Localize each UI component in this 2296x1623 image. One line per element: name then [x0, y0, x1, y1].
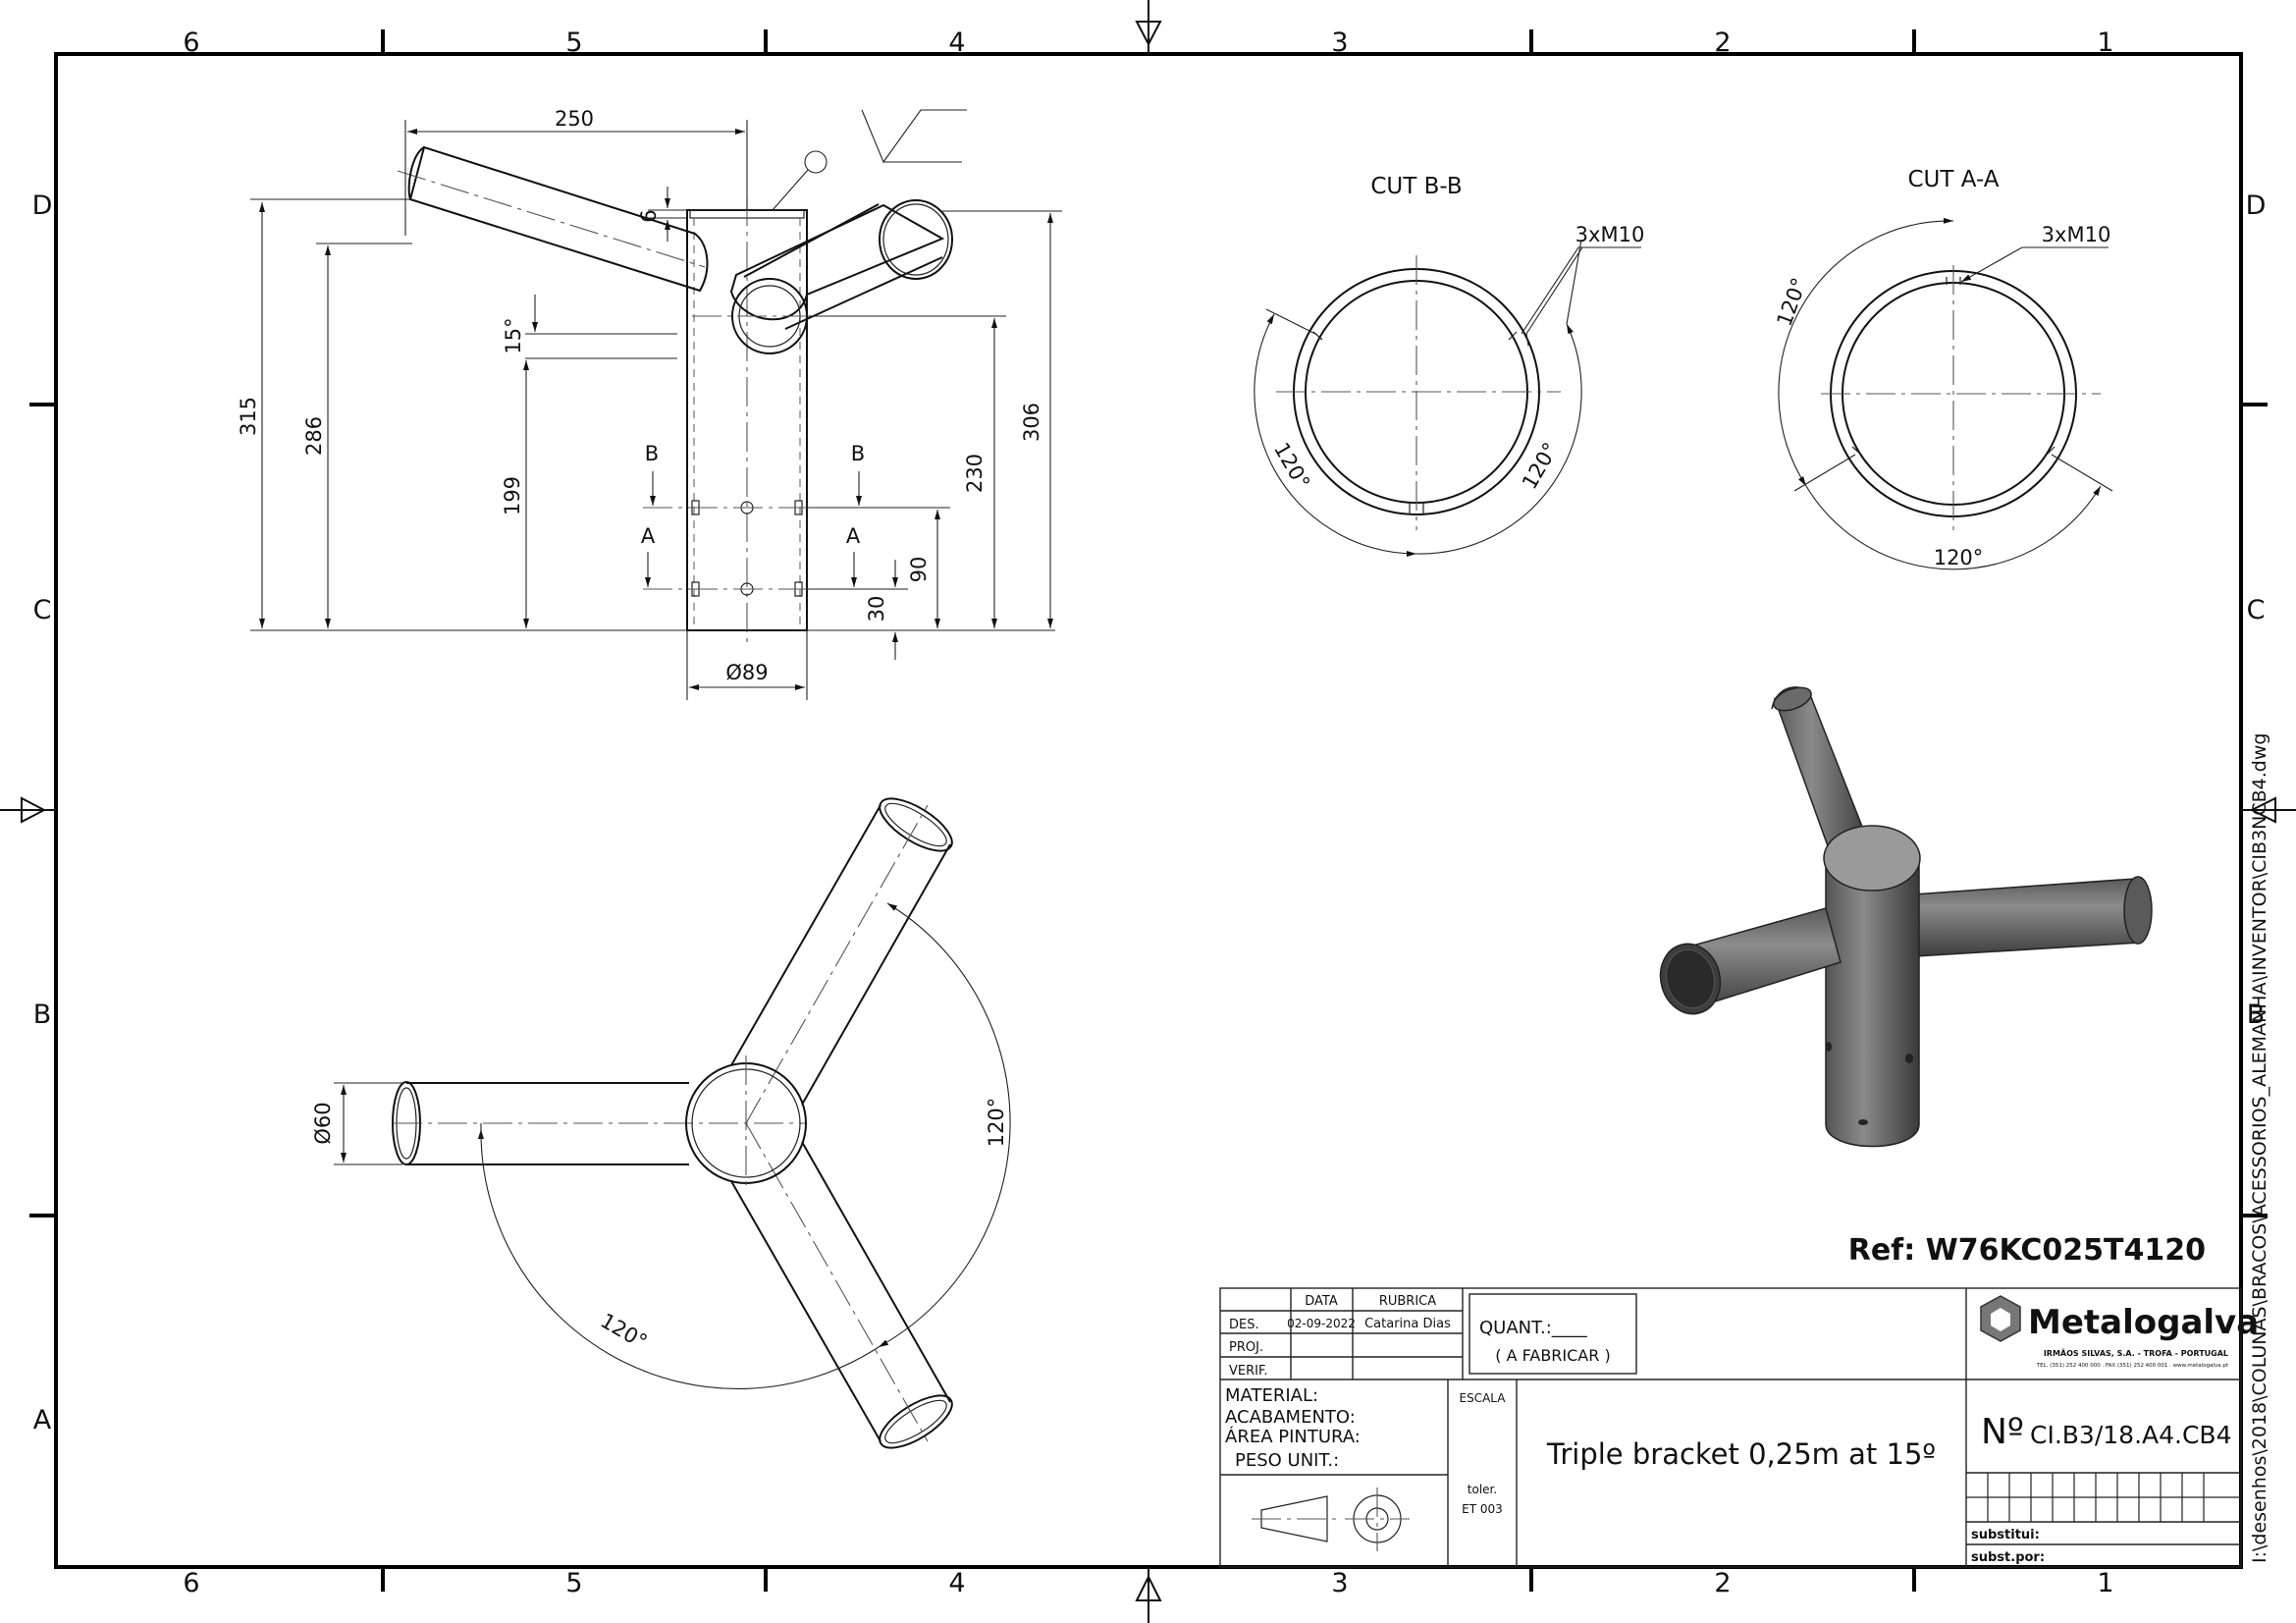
zone-col-1-bottom: 1: [2097, 1568, 2113, 1598]
zone-col-4-bottom: 4: [948, 1568, 965, 1598]
company-name: Metalogalva: [2028, 1303, 2259, 1342]
dim-199: 199: [501, 476, 524, 515]
zone-col-4-top: 4: [948, 27, 965, 58]
zone-col-3-top: 3: [1331, 27, 1348, 58]
tb-drawing-title: Triple bracket 0,25m at 15º: [1546, 1437, 1936, 1471]
zone-col-6-top: 6: [183, 27, 199, 58]
section-aa-angle-bottom: 120°: [1934, 546, 1984, 569]
dim-286: 286: [302, 416, 326, 456]
section-bb-view: CUT B-B 3xM10 120° 120°: [1254, 174, 1645, 557]
dim-15-deg: 15°: [502, 317, 525, 353]
tb-drawing-number: CI.B3/18.A4.CB4: [2030, 1421, 2231, 1449]
title-block: DATA RUBRICA DES. PROJ. VERIF. 02-09-202…: [1219, 1287, 2259, 1568]
company-subtitle: IRMÃOS SILVAS, S.A. - TROFA - PORTUGAL: [2044, 1348, 2228, 1358]
zone-row-d-left: D: [32, 190, 53, 221]
company-contact: TEL. (351) 252 400 000 . FAX (351) 252 4…: [2036, 1363, 2229, 1369]
file-path: I:\desenhos\2018\COLUNAS\BRACOS\ACESSORI…: [2249, 733, 2270, 1563]
section-aa-title: CUT A-A: [1907, 167, 1999, 192]
tb-area-pintura: ÁREA PINTURA:: [1225, 1426, 1361, 1447]
dim-306: 306: [1020, 403, 1043, 442]
zone-row-b-right: B: [2247, 1000, 2266, 1030]
section-a-left-label: A: [641, 524, 656, 548]
section-b-right-label: B: [851, 442, 865, 465]
tb-des-date: 02-09-2022: [1287, 1317, 1356, 1330]
dim-250: 250: [555, 107, 594, 131]
isometric-top-cap: [1823, 825, 1921, 892]
tb-toler-value: ET 003: [1462, 1502, 1503, 1516]
zone-row-c-right: C: [2247, 595, 2266, 625]
tb-row-proj: PROJ.: [1229, 1340, 1263, 1355]
zone-col-1-top: 1: [2097, 27, 2113, 58]
section-b-left-label: B: [645, 442, 659, 465]
company-logo: Metalogalva IRMÃOS SILVAS, S.A. - TROFA …: [1980, 1295, 2259, 1369]
tb-material: MATERIAL:: [1225, 1385, 1318, 1406]
tb-subst-por: subst.por:: [1971, 1550, 2045, 1565]
zone-row-c-left: C: [33, 595, 52, 625]
isometric-render: [1659, 686, 2153, 1148]
tb-fabricar: ( A FABRICAR ): [1495, 1346, 1610, 1365]
tb-col-data: DATA: [1305, 1294, 1338, 1309]
tb-number-prefix: Nº: [1981, 1412, 2024, 1452]
section-bb-title: CUT B-B: [1370, 174, 1462, 199]
reference-code: Ref: W76KC025T4120: [1848, 1233, 2206, 1268]
section-aa-view: CUT A-A 3xM10 120° 120°: [1772, 167, 2113, 570]
section-aa-angle-top: 120°: [1772, 275, 1811, 330]
tb-row-verif: VERIF.: [1229, 1364, 1268, 1379]
top-view-arm-upper: [879, 797, 953, 852]
dim-90: 90: [907, 557, 931, 583]
surface-finish-symbol: [772, 109, 967, 211]
dim-30: 30: [865, 596, 888, 622]
zone-col-3-bottom: 3: [1331, 1568, 1348, 1598]
tb-col-rubrica: RUBRICA: [1379, 1294, 1436, 1309]
top-view-dim-diameter-60: Ø60: [311, 1102, 335, 1144]
dim-230: 230: [963, 454, 987, 493]
right-arm: [729, 203, 945, 321]
zone-row-a-left: A: [33, 1405, 52, 1435]
tb-substitui: substitui:: [1971, 1528, 2040, 1542]
zone-row-b-left: B: [33, 1000, 52, 1030]
top-view-arm-lower: [879, 1394, 953, 1449]
tb-escala: ESCALA: [1460, 1391, 1507, 1405]
section-bb-thread-label: 3xM10: [1575, 223, 1645, 246]
dim-diameter-89: Ø89: [725, 661, 768, 684]
dim-6: 6: [637, 209, 661, 222]
tb-peso-unit: PESO UNIT.:: [1235, 1450, 1339, 1471]
top-view-angle-right: 120°: [985, 1098, 1008, 1148]
zone-row-d-right: D: [2246, 190, 2267, 221]
tb-row-des: DES.: [1229, 1318, 1259, 1332]
zone-col-2-bottom: 2: [1714, 1568, 1731, 1598]
projection-symbol: [1252, 1488, 1410, 1551]
left-arm: [408, 145, 709, 293]
top-view: Ø60 120° 120°: [311, 797, 1011, 1449]
zone-col-5-top: 5: [565, 27, 582, 58]
section-a-right-label: A: [846, 524, 861, 548]
zone-col-6-bottom: 6: [183, 1568, 199, 1598]
zone-col-5-bottom: 5: [565, 1568, 582, 1598]
tb-toler: toler.: [1468, 1483, 1497, 1496]
section-aa-thread-label: 3xM10: [2042, 223, 2111, 246]
tb-acabamento: ACABAMENTO:: [1225, 1407, 1356, 1428]
tb-quant: QUANT.:____: [1479, 1318, 1588, 1338]
tb-des-name: Catarina Dias: [1364, 1317, 1451, 1331]
side-view: B B A A 250 6: [237, 107, 1062, 700]
top-view-angle-bottom: 120°: [597, 1309, 652, 1354]
section-bb-angle-right: 120°: [1518, 439, 1563, 494]
zone-col-2-top: 2: [1714, 27, 1731, 58]
dim-315: 315: [237, 397, 260, 436]
